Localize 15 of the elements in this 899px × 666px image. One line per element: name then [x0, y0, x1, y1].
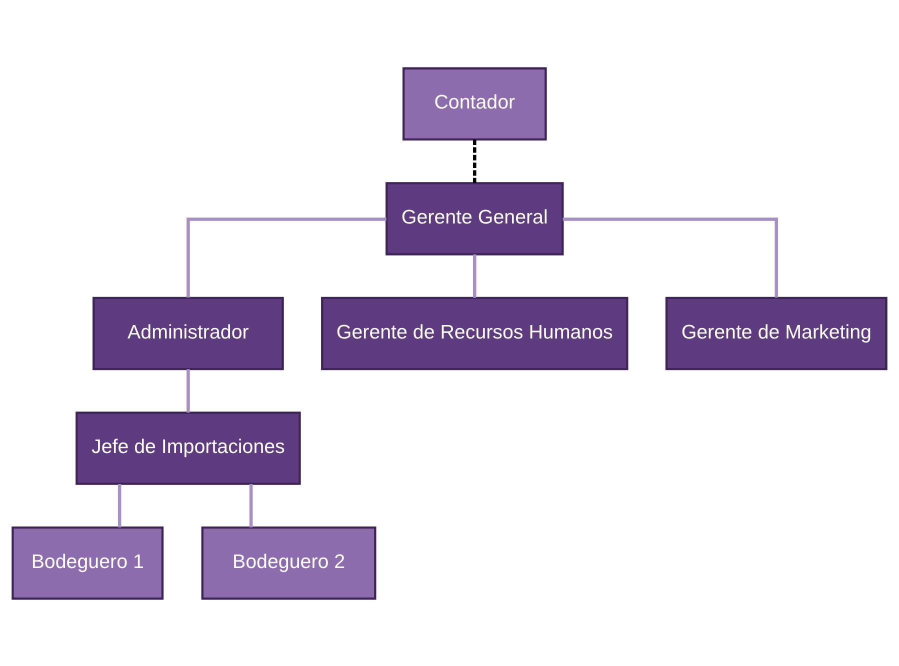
- node-box: Gerente General: [386, 182, 564, 255]
- connector: [186, 217, 386, 298]
- node-box: Bodeguero 1: [12, 526, 164, 600]
- node-box: Bodeguero 2: [201, 526, 376, 600]
- connector: [473, 254, 476, 298]
- node-box: Jefe de Importaciones: [76, 411, 301, 484]
- node-box: Contador: [402, 66, 547, 140]
- connector: [249, 484, 253, 527]
- connector: [562, 217, 778, 298]
- connector: [473, 139, 476, 183]
- connector: [118, 484, 122, 527]
- node-box: Gerente de Marketing: [665, 296, 888, 370]
- node-box: Administrador: [92, 296, 284, 370]
- connector: [186, 368, 190, 412]
- node-box: Gerente de Recursos Humanos: [321, 296, 628, 370]
